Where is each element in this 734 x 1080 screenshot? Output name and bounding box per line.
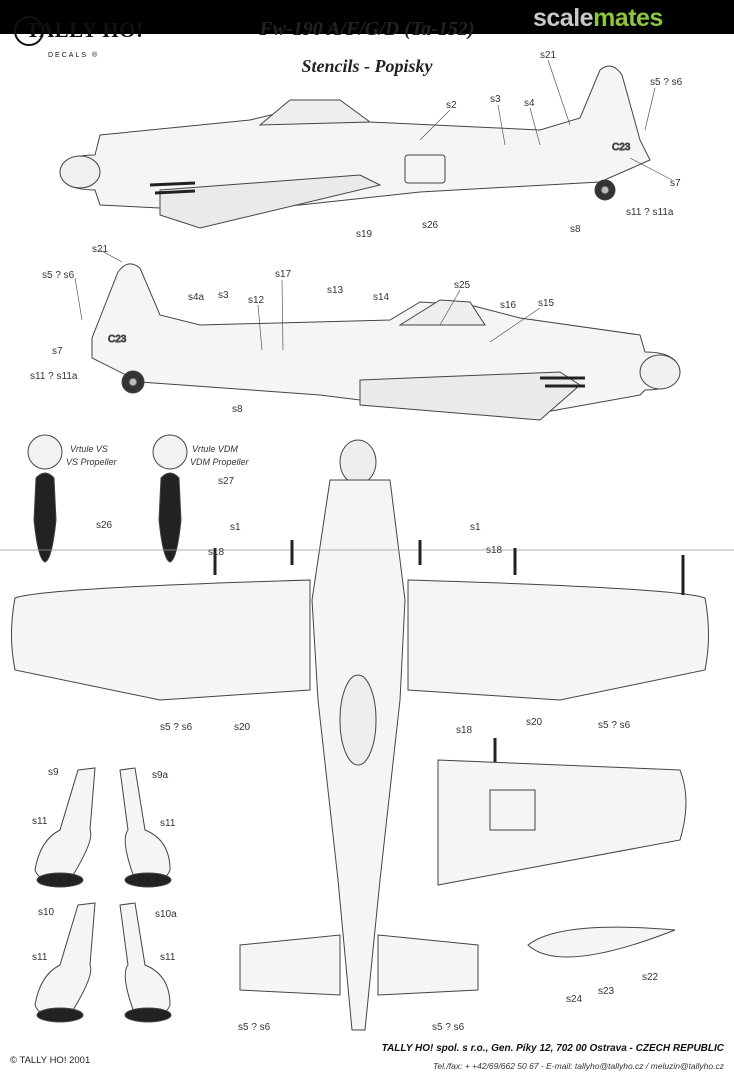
prop-vs-cz: Vrtule VS xyxy=(70,444,108,454)
callout-label: s4a xyxy=(188,292,205,303)
callout-label: s5 ? s6 xyxy=(432,1022,465,1033)
profile-top-code: C23 xyxy=(612,142,631,153)
callout-label: s9a xyxy=(152,770,169,781)
company-contact: Tel./fax: + +42/69/662 50 67 - E-mail: t… xyxy=(433,1061,724,1071)
propeller-labels: Vrtule VS VS Propeller s26 Vrtule VDM VD… xyxy=(66,444,250,531)
wing-detail-view xyxy=(437,738,687,886)
watermark-part-b: mates xyxy=(593,4,663,32)
copyright-notice: © TALLY HO! 2001 xyxy=(10,1055,91,1066)
prop-vs-en: VS Propeller xyxy=(66,457,118,467)
callout-label: s26 xyxy=(422,220,439,231)
callout-label: s19 xyxy=(356,229,373,240)
planform-top-view xyxy=(0,439,734,1031)
callout-label: s5 ? s6 xyxy=(238,1022,271,1033)
callout-label: s22 xyxy=(642,972,659,983)
callout-label: s13 xyxy=(327,285,344,296)
callout-label: s10 xyxy=(38,907,55,918)
callout-label: s5 ? s6 xyxy=(598,720,631,731)
sheet-title: Fw-190 A/F/G/D (Ta-152) xyxy=(259,18,475,40)
brand-logo: TALLY HO! xyxy=(26,18,144,42)
callout-label: s21 xyxy=(92,244,109,255)
callout-label: s11 xyxy=(160,818,176,829)
top-black-band xyxy=(0,0,734,34)
callout-label: s11 ? s11a xyxy=(626,207,674,218)
callout-label: s4 xyxy=(524,98,535,109)
sheet-subtitle: Stencils - Popisky xyxy=(301,56,433,76)
callout-label: s16 xyxy=(500,300,517,311)
callout-label: s25 xyxy=(454,280,471,291)
callouts-gear: s9 s9a s11 s11 s10 s10a s11 s11 xyxy=(32,767,177,963)
callout-label: s7 xyxy=(52,346,63,357)
callout-label: s8 xyxy=(570,224,581,235)
drop-tank xyxy=(527,926,676,958)
callout-label: s8 xyxy=(232,404,243,415)
callout-label: s21 xyxy=(540,50,557,61)
brand-subtitle: DECALS ® xyxy=(48,52,100,59)
prop-vdm-en: VDM Propeller xyxy=(190,457,250,467)
profile-top-aircraft: C23 xyxy=(59,65,651,229)
callout-label: s5 ? s6 xyxy=(160,722,193,733)
callout-label: s11 ? s11a xyxy=(30,371,78,382)
callout-label: s5 ? s6 xyxy=(650,77,683,88)
propeller-vs xyxy=(27,434,63,563)
callout-label: s1 xyxy=(470,522,481,533)
callout-label: s5 ? s6 xyxy=(42,270,75,281)
callout-label: s18 xyxy=(456,725,473,736)
callout-label: s18 xyxy=(486,545,503,556)
callout-label: s2 xyxy=(446,100,457,111)
callout-label: s3 xyxy=(218,290,229,301)
callout-label: s27 xyxy=(218,476,235,487)
callout-label: s26 xyxy=(96,520,113,531)
prop-vdm-cz: Vrtule VDM xyxy=(192,444,238,454)
callout-label: s15 xyxy=(538,298,555,309)
propeller-vdm xyxy=(152,434,188,563)
callout-label: s11 xyxy=(32,816,48,827)
callouts-profile-bottom: s21 s5 ? s6 s7 s11 ? s11a s4a s3 s12 s17… xyxy=(30,244,555,415)
callout-label: s9 xyxy=(48,767,59,778)
gear-legs xyxy=(34,767,172,1023)
callout-label: s24 xyxy=(566,994,583,1005)
profile-bottom-aircraft: C23 xyxy=(91,263,681,421)
scalemates-watermark: scalemates xyxy=(533,4,663,33)
company-address: TALLY HO! spol. s r.o., Gen. Píky 12, 70… xyxy=(381,1043,724,1054)
callout-label: s3 xyxy=(490,94,501,105)
callout-label: s17 xyxy=(275,269,292,280)
callout-label: s18 xyxy=(208,547,225,558)
callout-label: s20 xyxy=(234,722,251,733)
callout-label: s10a xyxy=(155,909,177,920)
callout-label: s11 xyxy=(32,952,48,963)
callout-label: s7 xyxy=(670,178,681,189)
callout-label: s12 xyxy=(248,295,265,306)
callouts-planform: s1 s1 s18 s18 s5 ? s6 s20 s20 s5 ? s6 xyxy=(160,522,631,733)
profile-bottom-code: C23 xyxy=(108,334,127,345)
callout-label: s23 xyxy=(598,986,615,997)
callouts-wing-tail-tank: s18 s5 ? s6 s5 ? s6 s24 s23 s22 xyxy=(238,725,659,1033)
watermark-part-a: scale xyxy=(533,4,594,32)
callout-label: s14 xyxy=(373,292,390,303)
callout-label: s11 xyxy=(160,952,176,963)
callout-label: s20 xyxy=(526,717,543,728)
callout-label: s1 xyxy=(230,522,241,533)
callouts-profile-top: s21 s2 s3 s4 s5 ? s6 s7 s11 ? s11a s8 s2… xyxy=(356,50,683,240)
tally-ho-logo-ring xyxy=(14,16,44,46)
